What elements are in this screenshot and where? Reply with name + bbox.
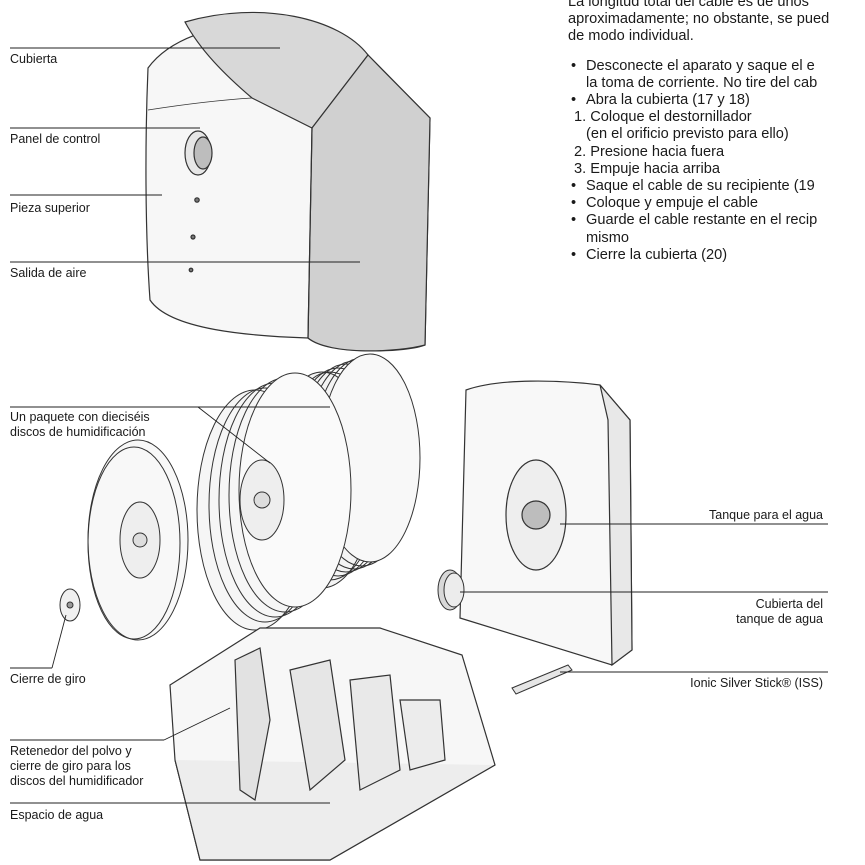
disc-pack-illustration (196, 353, 421, 631)
label-paquete-line1: Un paquete con dieciséis (10, 410, 150, 424)
step-guarde-line1: Guarde el cable restante en el recip (586, 212, 818, 229)
label-retenedor-line3: discos del humidificador (10, 774, 144, 788)
label-salida-de-aire: Salida de aire (10, 266, 87, 280)
step-abra-line1: Abra la cubierta (17 y 18) (586, 92, 750, 109)
leader-lines (10, 47, 828, 804)
label-retenedor: Retenedor del polvo y cierre de giro par… (10, 744, 143, 789)
step-2-line1: 2. Presione hacia fuera (574, 143, 725, 160)
step-coloque-cable: Coloque y empuje el cable (568, 195, 865, 212)
instruction-steps: Desconecte el aparato y saque el e la to… (568, 58, 865, 265)
water-tank-illustration (459, 380, 633, 667)
step-3-empuje: 3. Empuje hacia arriba (568, 161, 865, 178)
step-cierre-line1: Cierre la cubierta (20) (586, 246, 728, 263)
label-cubierta-tanque-line2: tanque de agua (736, 612, 823, 626)
instructions-text: La longitud total del cable es de unos a… (568, 0, 865, 305)
step-2-presione: 2. Presione hacia fuera (568, 144, 865, 161)
step-1-line2: (en el orificio previsto para ello) (586, 126, 789, 143)
label-tanque-agua: Tanque para el agua (709, 508, 823, 522)
intro-line-3: de modo individual. (568, 28, 694, 45)
label-retenedor-line2: cierre de giro para los (10, 759, 131, 773)
tank-cap-illustration (437, 569, 465, 611)
intro-line-2: aproximadamente; no obstante, se pued (568, 11, 830, 28)
intro-line-1: La longitud total del cable es de unos (568, 0, 809, 10)
step-guarde-line2: mismo (586, 229, 629, 246)
step-desconecte-line1: Desconecte el aparato y saque el e (586, 57, 815, 74)
step-desconecte-line2: la toma de corriente. No tire del cab (586, 74, 818, 91)
step-1-line1: 1. Coloque el destornillador (574, 109, 752, 126)
top-housing-illustration (145, 11, 431, 352)
step-guarde-cable: Guarde el cable restante en el recip mis… (568, 212, 865, 246)
ionic-stick-illustration (511, 664, 573, 695)
step-abra-cubierta: Abra la cubierta (17 y 18) (568, 92, 865, 109)
label-cubierta-tanque: Cubierta del tanque de agua (736, 597, 823, 627)
label-retenedor-line1: Retenedor del polvo y (10, 744, 132, 758)
label-ionic-silver-stick: Ionic Silver Stick® (ISS) (690, 676, 823, 690)
step-3-line1: 3. Empuje hacia arriba (574, 160, 721, 177)
step-1-coloque-destornillador: 1. Coloque el destornillador (en el orif… (568, 109, 865, 143)
step-saque-cable: Saque el cable de su recipiente (19 (568, 178, 865, 195)
step-saque-line1: Saque el cable de su recipiente (19 (586, 178, 815, 195)
label-cubierta-tanque-line1: Cubierta del (755, 597, 823, 611)
label-cubierta: Cubierta (10, 52, 58, 66)
label-cierre-de-giro: Cierre de giro (10, 672, 86, 686)
single-disc-illustration (87, 439, 189, 641)
base-illustration (169, 627, 496, 861)
step-desconecte: Desconecte el aparato y saque el e la to… (568, 58, 865, 92)
label-espacio-de-agua: Espacio de agua (10, 808, 104, 822)
step-coloque-line1: Coloque y empuje el cable (586, 195, 758, 212)
label-paquete-line2: discos de humidificación (10, 425, 146, 439)
label-pieza-superior: Pieza superior (10, 201, 90, 215)
label-panel-de-control: Panel de control (10, 132, 101, 146)
step-cierre-cubierta: Cierre la cubierta (20) (568, 247, 865, 264)
label-paquete-discos: Un paquete con dieciséis discos de humid… (10, 410, 150, 440)
twist-lock-illustration (59, 588, 81, 622)
